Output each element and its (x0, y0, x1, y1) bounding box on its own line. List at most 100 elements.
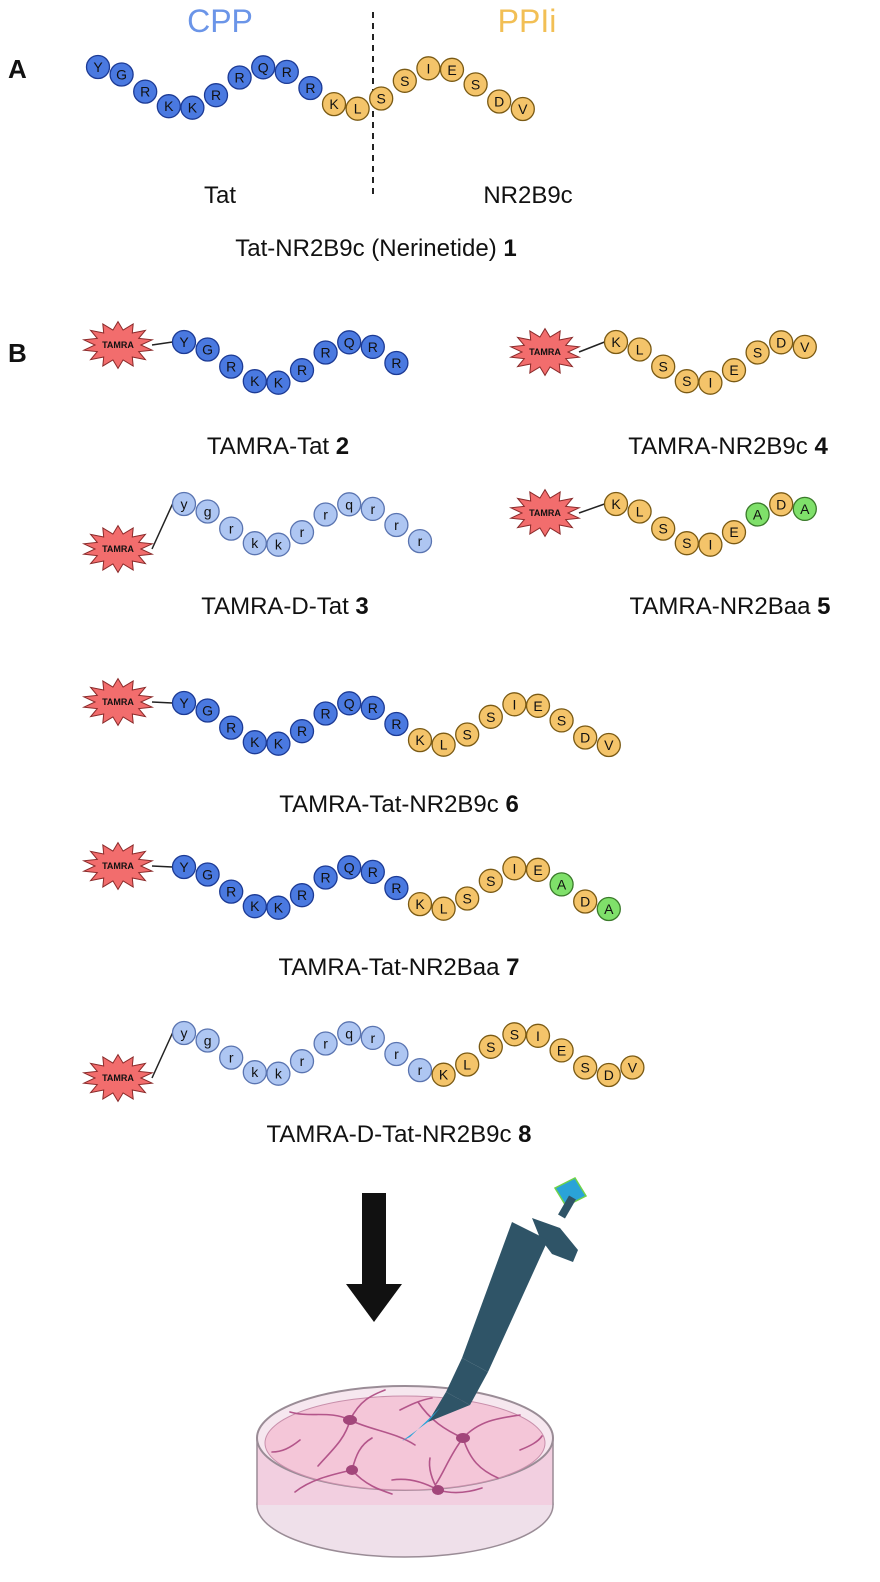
residue-letter: g (204, 1033, 212, 1049)
residue-dtat (266, 532, 291, 557)
residue-dtat (407, 528, 433, 554)
residue-ppi (769, 330, 794, 355)
residue-cpp (298, 75, 323, 101)
residue-ppi (502, 692, 527, 717)
tamra-tag-text: TAMRA (102, 1073, 134, 1083)
residue-ppi (439, 57, 465, 82)
residue-letter: r (394, 1046, 399, 1062)
residue-letter: r (300, 1053, 305, 1069)
residue-ppi (431, 896, 456, 921)
residue-dtat (195, 499, 220, 524)
residue-ppi (674, 531, 699, 556)
residue-dtat (195, 1028, 220, 1053)
linker-line (151, 1032, 174, 1079)
residue-dtat (242, 531, 267, 556)
residue-letter: S (377, 91, 386, 107)
residue-ppi (478, 868, 503, 893)
residue-dtat (289, 1049, 315, 1074)
residue-ppi (455, 886, 480, 911)
down-arrow-icon (346, 1193, 402, 1322)
residue-cpp (274, 59, 299, 85)
residue-letter: V (604, 737, 614, 753)
residue-cpp (242, 369, 267, 394)
residue-letter: A (800, 501, 810, 517)
residue-letter: D (604, 1067, 614, 1083)
residue-letter: I (512, 860, 516, 876)
residue-ppi (627, 337, 652, 362)
compound-caption-1: Tat-NR2B9c (Nerinetide) 1 (235, 235, 516, 262)
tamra-tag-text: TAMRA (529, 347, 561, 357)
residue-cpp (360, 695, 385, 721)
residue-cpp (133, 79, 158, 104)
residue-dtat (407, 1057, 433, 1083)
residue-letter: K (415, 732, 425, 748)
compound-caption-5: TAMRA-NR2Baa 5 (630, 593, 831, 620)
residue-letter: S (400, 73, 409, 89)
residue-letter: r (323, 507, 328, 523)
residue-ppi (620, 1055, 645, 1080)
residue-dtat (171, 1020, 197, 1046)
residue-ppi (573, 725, 598, 750)
residue-letter: S (557, 712, 566, 728)
residue-letter: G (202, 703, 213, 719)
residue-letter: A (753, 507, 763, 523)
residue-cpp (289, 719, 315, 744)
residue-ppi (455, 722, 480, 747)
residue-letter: S (471, 76, 480, 92)
residue-letter: R (297, 887, 307, 903)
residue-letter: k (251, 535, 259, 551)
residue-ppi (416, 56, 441, 81)
residue-letter: r (394, 517, 399, 533)
linker-line (151, 865, 173, 868)
residue-ppi (502, 856, 527, 881)
residue-ppi (392, 68, 417, 93)
residue-letter: g (204, 504, 212, 520)
residue-cpp (195, 698, 220, 723)
residue-ppi (792, 334, 817, 360)
residue-ppi (674, 369, 699, 394)
residue-cpp (337, 330, 362, 355)
residue-cpp (251, 55, 276, 80)
residue-letter: E (729, 524, 738, 540)
residue-letter: E (729, 362, 738, 378)
residue-ppi (603, 491, 629, 517)
residue-dtat (384, 512, 409, 538)
residue-letter: S (486, 1039, 495, 1055)
residue-ala (745, 502, 770, 527)
segment-label-tat: Tat (204, 182, 236, 209)
residue-cpp (242, 894, 267, 919)
tamra-label-icon (81, 841, 155, 891)
residue-letter: I (708, 537, 712, 553)
residue-cpp (384, 350, 409, 376)
linker-line (151, 341, 173, 346)
residue-letter: y (181, 496, 188, 512)
residue-ppi (525, 1023, 551, 1048)
residue-letter: r (229, 521, 234, 537)
residue-letter: L (463, 1057, 471, 1073)
residue-cpp (85, 54, 111, 80)
residue-cpp (360, 859, 385, 885)
residue-ppi (463, 72, 488, 97)
residue-cpp (171, 690, 197, 716)
residue-ppi (596, 732, 621, 758)
residue-letter: R (368, 339, 378, 355)
tamra-tag-text: TAMRA (102, 340, 134, 350)
residue-letter: r (418, 533, 423, 549)
residue-letter: R (305, 80, 315, 96)
compound-caption-7: TAMRA-Tat-NR2Baa 7 (279, 954, 520, 981)
residue-letter: K (439, 1067, 449, 1083)
residue-letter: V (800, 339, 810, 355)
residue-letter: K (611, 496, 621, 512)
linker-line (578, 341, 605, 353)
residue-letter: Y (179, 334, 189, 350)
residue-letter: k (251, 1064, 259, 1080)
residue-ppi (431, 1062, 456, 1087)
residue-letter: R (211, 87, 221, 103)
residue-letter: K (329, 96, 339, 112)
residue-letter: R (140, 84, 150, 100)
residue-cpp (219, 879, 244, 904)
residue-ppi (603, 329, 629, 355)
